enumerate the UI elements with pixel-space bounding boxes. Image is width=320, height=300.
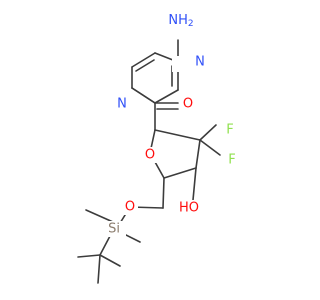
bond-n-c1prime (131, 87, 156, 104)
bond-c4prime-c5prime (162, 177, 165, 209)
molecule-structure: NH2 N N O O F F HO O Si (77, 10, 239, 284)
nh2-label: NH2 (168, 13, 193, 30)
bond-c2prime-c3prime (195, 139, 201, 169)
bond-si-tbu (99, 235, 111, 256)
bond-c5-c6-double (135, 59, 155, 72)
bond-c2prime-f-upper (199, 124, 217, 141)
n-ring-bottom-label: N (117, 97, 127, 112)
atom-labels: NH2 N N O O F F HO O Si (104, 10, 239, 237)
bond-c3prime-oh (192, 167, 197, 201)
o-silyl-label: O (125, 200, 135, 215)
bond-tbu-methyl-down (97, 254, 101, 284)
bond-c2prime-f-lower (199, 139, 221, 156)
bond-tbu-methyl-right (99, 254, 121, 267)
f-upper-label: F (226, 123, 233, 138)
o-carbonyl-label: O (183, 97, 193, 112)
bond-c5-c6 (131, 52, 156, 68)
bond-c2-n3 (154, 89, 179, 104)
o-furanose-label: O (145, 148, 155, 163)
hydroxyl-label: HO (179, 201, 199, 216)
bond-c1-c2prime (154, 129, 201, 141)
bond-tbu-methyl-left (77, 254, 101, 258)
bond-si-methyl-left (85, 209, 114, 223)
silicon-label: Si (108, 222, 120, 237)
bond-c3prime-c4prime (163, 167, 197, 179)
n-ring-top-label: N (195, 55, 205, 70)
f-lower-label: F (228, 153, 235, 168)
